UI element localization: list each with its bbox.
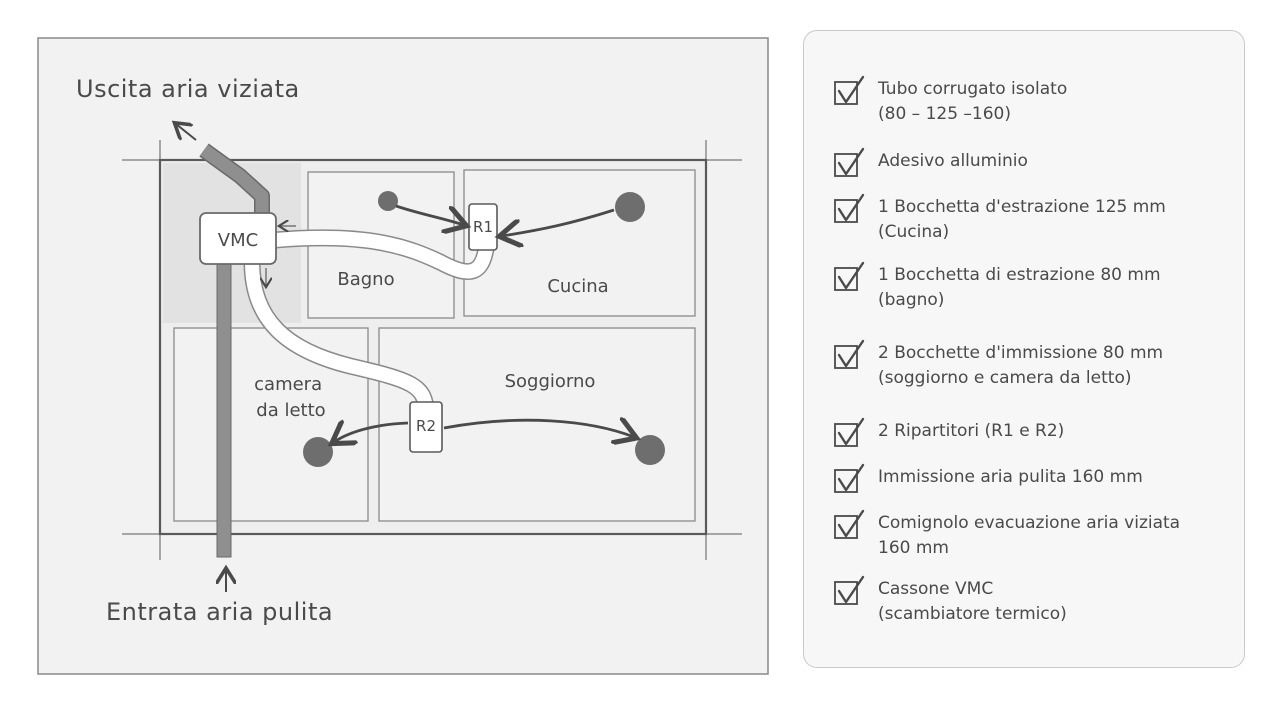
arrow-cucina-to-r1 [502,208,615,236]
checkmark-box-icon [834,339,865,369]
checklist-item-text: 2 Ripartitori (R1 e R2) [878,421,1065,441]
checkmark-box-icon [834,147,865,177]
vent-bagno [378,191,398,211]
arrow-bagno-to-r1 [395,204,464,225]
room-label-camera-line1: camera [254,374,322,395]
checkmark-box-icon [834,417,865,447]
checklist-item-text: Comignolo evacuazione aria viziata 160 m… [878,513,1181,558]
room-label-cucina: Cucina [547,276,608,297]
r1-distributor: R1 [468,203,498,251]
checklist-item-text: 1 Bocchetta di estrazione 80 mm (bagno) [878,265,1161,310]
vent-camera [303,437,333,467]
checkmark-box-icon [834,509,865,539]
materials-checklist: Tubo corrugato isolato (80 – 125 –160) Ad… [803,30,1245,668]
room-label-camera-line2: da letto [256,400,325,421]
airflow-arrows [334,204,634,442]
room-label-camera: camera da letto [254,374,328,421]
flex-duct-r2 [243,253,435,421]
checkmark-box-icon [834,75,865,105]
checkmark-box-icon [834,575,865,605]
checklist-item-text: Tubo corrugato isolato (80 – 125 –160) [878,79,1068,124]
exhaust-arrow [176,124,197,141]
checkmark-box-icon [834,261,865,291]
room-label-soggiorno: Soggiorno [505,371,596,392]
checklist-item-text: 2 Bocchette d'immissione 80 mm (soggiorn… [878,343,1164,388]
r2-distributor: R2 [409,401,443,453]
checklist-item-text: 1 Bocchetta d'estrazione 125 mm (Cucina) [878,197,1166,242]
checklist-item-text: Cassone VMC (scambiatore termico) [878,579,1067,624]
r1-label: R1 [473,218,493,236]
arrow-r2-to-camera [334,423,409,442]
vmc-flow-indicators [266,226,296,286]
arrow-r2-to-soggiorno [443,420,634,437]
fresh-air-duct [216,261,232,558]
flex-duct-r1 [266,229,496,281]
r2-label: R2 [416,417,436,435]
vmc-label: VMC [218,230,258,251]
exhaust-out-label: Uscita aria viziata [76,75,300,103]
checklist-item-text: Immissione aria pulita 160 mm [878,467,1143,487]
vent-cucina [615,192,645,222]
checklist-item-text: Adesivo alluminio [878,151,1028,171]
checkmark-box-icon [834,193,865,223]
vent-soggiorno [635,435,665,465]
room-label-bagno: Bagno [337,269,394,290]
fresh-in-label: Entrata aria pulita [106,598,333,626]
checkmark-box-icon [834,463,865,493]
vmc-unit: VMC [199,212,277,265]
